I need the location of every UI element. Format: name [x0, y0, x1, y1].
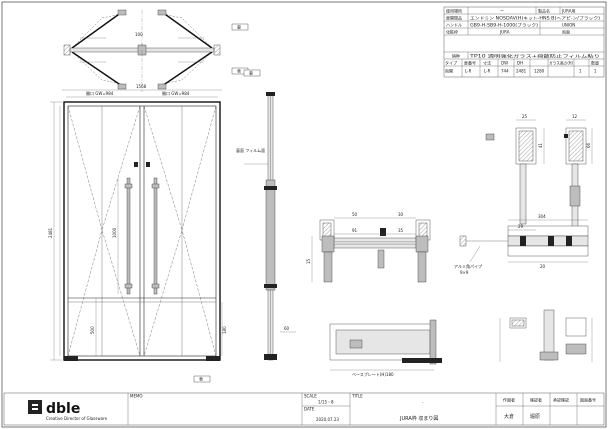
name-checker: 堀原	[530, 413, 540, 420]
spec-row3-label: ハンドル	[446, 23, 462, 28]
dim-29: 29	[518, 224, 524, 229]
label-ura-bottom: 裏	[243, 70, 261, 77]
dim-180: 180	[222, 326, 227, 334]
svg-text:表: 表	[199, 376, 203, 382]
label-omote-bottom: 表	[193, 376, 211, 383]
title-label: TITLE	[351, 394, 363, 399]
side-section: 裏面 フィルム面 60	[236, 92, 296, 361]
role-drawing-number: 図面番号	[580, 397, 596, 403]
spec-row1-extra-value: JURA用	[561, 9, 575, 14]
spec-data-1: L-R	[465, 69, 472, 74]
scale-label: SCALE	[304, 394, 317, 399]
dim-mid-35: 35	[398, 228, 404, 233]
spec-row2-value: エンドミン NOSDAV(H)キット-HNS B(ヘアピ-ン/ブラック)	[470, 15, 601, 21]
title-block: dble Creative Director of Glassware MEMO…	[3, 392, 605, 426]
spec-data-7: 1	[594, 69, 597, 74]
spec-table: 使用場所 ー 製品名 JURA用 扉開閉品 エンドミン NOSDAV(H)キット…	[443, 6, 605, 78]
dim-leaf-left: 開口 GW=984	[86, 90, 114, 96]
spec-row1-value: ー	[500, 9, 504, 14]
dim-leaf-right: 開口 GW=984	[162, 90, 190, 96]
spec-row3-value: GB9-H-SB9-H-1000(ブラック)	[470, 22, 539, 28]
detail-plan-right: 304 29 アルミ角パイプ 9×9 20	[454, 214, 589, 275]
dim-total-width: 1568	[136, 84, 147, 89]
dim-right-20: 20	[540, 264, 546, 269]
spec-row3-value2: UNION	[562, 23, 575, 28]
dim-mid-15: 15	[306, 258, 311, 264]
spec-glass-label: 硝种	[452, 53, 460, 59]
brand-logo: dble Creative Director of Glassware	[28, 400, 108, 421]
spec-row1-label: 使用場所	[446, 8, 462, 14]
spec-grid-columns	[461, 59, 590, 77]
role-checker: 確認者	[530, 397, 542, 403]
label-aluminum-pipe-size: 9×9	[460, 270, 469, 275]
handle-right	[153, 177, 158, 295]
label-aluminum-pipe: アルミ角パイプ	[454, 263, 482, 269]
spec-row4-value2: 両面	[562, 30, 570, 35]
detail-bottom-right	[499, 309, 593, 362]
detail-base-plate: ベースプレート(H)180	[329, 319, 442, 377]
scale-value: 1/15・8	[318, 400, 334, 405]
spec-header-3: DW	[501, 61, 508, 66]
title-value: JURA枠 収まり図	[399, 415, 438, 422]
spec-data-4: 2481	[516, 69, 527, 74]
spec-data-6: 1	[579, 69, 582, 74]
front-elevation: 1568 開口 GW=984 開口 GW=984	[48, 84, 227, 361]
spec-header-4: DH	[517, 61, 523, 66]
dim-side-60: 60	[284, 326, 290, 331]
dim-mid-50: 50	[352, 212, 358, 217]
label-base-plate: ベースプレート(H)180	[352, 371, 394, 377]
dim-41: 41	[538, 142, 543, 148]
spec-header-6: 数量	[591, 60, 599, 66]
spec-header-2: 寸法	[483, 60, 491, 66]
brand-logo-text: dble	[46, 401, 80, 417]
name-drafter: 大倉	[504, 413, 514, 420]
dim-12: 12	[572, 114, 578, 119]
spec-glass-value: TP10 透明強化ガラス+飛散防止フィルム貼り	[468, 53, 600, 59]
spec-data-3: 744	[501, 69, 509, 74]
detail-plan-middle: 50 30 91 35 15	[306, 212, 431, 283]
detail-head: 25 12 41 66	[485, 114, 593, 231]
dim-lower: 500	[90, 326, 95, 334]
role-drafter: 作図者	[503, 397, 515, 403]
role-approver: 承認確認	[553, 397, 569, 403]
label-film: 裏面 フィルム面	[236, 147, 265, 153]
spec-row2-label: 扉開閉品	[446, 15, 462, 21]
label-ura-top: 裏	[231, 24, 249, 31]
handle-left	[126, 177, 131, 295]
dim-25: 25	[522, 114, 528, 119]
spec-data-0: 両開	[445, 68, 453, 74]
spec-data-2: L-R	[484, 69, 491, 74]
dim-304: 304	[538, 214, 546, 219]
svg-text:裏: 裏	[237, 24, 241, 30]
dim-mid-91: 91	[352, 228, 358, 233]
dim-mid-30: 30	[398, 212, 404, 217]
title-dash: -	[422, 400, 424, 405]
memo-label: MEMO	[130, 394, 143, 399]
svg-text:表: 表	[237, 68, 241, 74]
spec-row1-extra-label: 製品名	[538, 8, 550, 14]
spec-header-5: ガラス高さ(H)	[549, 60, 573, 66]
svg-text:裏: 裏	[249, 70, 253, 76]
date-value: 2020.07.23	[316, 417, 339, 422]
dim-66: 66	[586, 142, 591, 148]
spec-header-1: 扉番号	[464, 60, 476, 66]
spec-row4-label: 化粧枠	[446, 29, 458, 35]
plan-dim-label: 100	[135, 32, 143, 37]
spec-data-5: 1280	[534, 69, 545, 74]
date-label: DATE	[304, 407, 315, 412]
dim-height: 2481	[48, 227, 53, 238]
spec-header-0: タイプ	[445, 60, 457, 66]
dim-handle-height: 1000	[112, 227, 117, 238]
spec-row4-value: JURA	[499, 30, 510, 35]
plan-view: 100	[63, 9, 221, 92]
brand-tagline: Creative Director of Glassware	[46, 416, 108, 421]
